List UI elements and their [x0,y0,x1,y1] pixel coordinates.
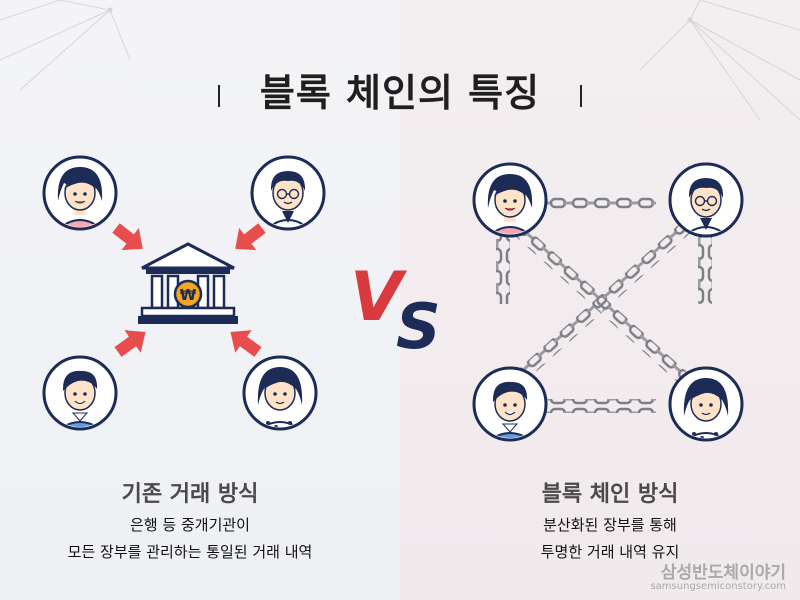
left-desc-line1: 은행 등 중개기관이 [130,516,250,534]
chain-diagonal-1 [513,224,706,399]
arrow-top-left [107,216,152,260]
svg-text:₩: ₩ [180,286,197,304]
bank-won-icon: ₩ [138,242,238,324]
arrow-bottom-right [222,320,267,364]
arrow-top-right [226,216,271,260]
avatar-man-right [474,368,546,446]
watermark: 삼성반도체이야기 samsungsemiconstory.com [650,558,786,592]
title-divider-right [580,84,583,107]
page-title: 블록 체인의 특징 [0,62,800,117]
avatar-glasses-left [252,157,324,233]
avatar-woman-right [474,164,546,240]
left-section-desc: 은행 등 중개기관이 모든 장부를 관리하는 통일된 거래 내역 [0,512,390,566]
bank-icon-group: ₩ [138,242,238,324]
right-section-desc: 분산화된 장부를 통해 투명한 거래 내역 유지 [410,512,800,566]
chain-diagonal-2 [513,209,706,384]
title-text: 블록 체인의 특징 [259,71,541,115]
chain-bottom [546,399,656,413]
vs-letter-v: V [350,258,408,337]
arrow-bottom-left [109,320,154,364]
vs-letter-s: S [396,290,441,363]
right-desc-line2: 투명한 거래 내역 유지 [540,543,680,561]
left-desc-line2: 모든 장부를 관리하는 통일된 거래 내역 [67,543,313,561]
right-section-title: 블록 체인 방식 [541,482,679,507]
watermark-url: samsungsemiconstory.com [650,581,786,592]
title-divider-left [217,84,220,107]
vs-mark: V S [350,258,441,363]
chain-top [546,196,656,210]
avatar-woman2-left [244,357,316,435]
avatar-woman-left [44,157,116,233]
right-desc-line1: 분산화된 장부를 통해 [543,516,677,534]
left-section-title: 기존 거래 방식 [121,482,259,507]
network-decoration [0,0,800,121]
avatar-man-left [44,357,116,435]
avatar-woman2-right [670,368,742,446]
watermark-name: 삼성반도체이야기 [660,563,786,583]
